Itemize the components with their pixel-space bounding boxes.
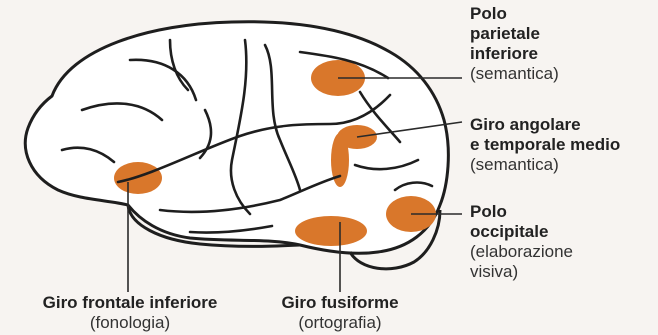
label-giro-angolare-line2: e temporale medio <box>470 135 620 155</box>
label-polo-parietale-line3: inferiore <box>470 44 559 64</box>
label-giro-frontale: Giro frontale inferiore (fonologia) <box>10 293 250 333</box>
label-giro-frontale-sub: (fonologia) <box>10 313 250 333</box>
label-giro-angolare: Giro angolare e temporale medio (semanti… <box>470 115 620 175</box>
label-polo-parietale: Polo parietale inferiore (semantica) <box>470 4 559 84</box>
region-giro-frontale <box>114 162 162 194</box>
label-giro-frontale-line1: Giro frontale inferiore <box>10 293 250 313</box>
label-polo-parietale-line2: parietale <box>470 24 559 44</box>
label-giro-fusiforme: Giro fusiforme (ortografia) <box>255 293 425 333</box>
label-polo-parietale-sub: (semantica) <box>470 64 559 84</box>
region-giro-fusiforme <box>295 216 367 246</box>
label-giro-fusiforme-sub: (ortografia) <box>255 313 425 333</box>
label-polo-occipitale-sub2: visiva) <box>470 262 573 282</box>
label-polo-occipitale: Polo occipitale (elaborazione visiva) <box>470 202 573 282</box>
label-polo-occipitale-sub1: (elaborazione <box>470 242 573 262</box>
label-polo-occipitale-line1: Polo <box>470 202 573 222</box>
label-giro-fusiforme-line1: Giro fusiforme <box>255 293 425 313</box>
label-polo-parietale-line1: Polo <box>470 4 559 24</box>
label-polo-occipitale-line2: occipitale <box>470 222 573 242</box>
label-giro-angolare-sub: (semantica) <box>470 155 620 175</box>
label-giro-angolare-line1: Giro angolare <box>470 115 620 135</box>
